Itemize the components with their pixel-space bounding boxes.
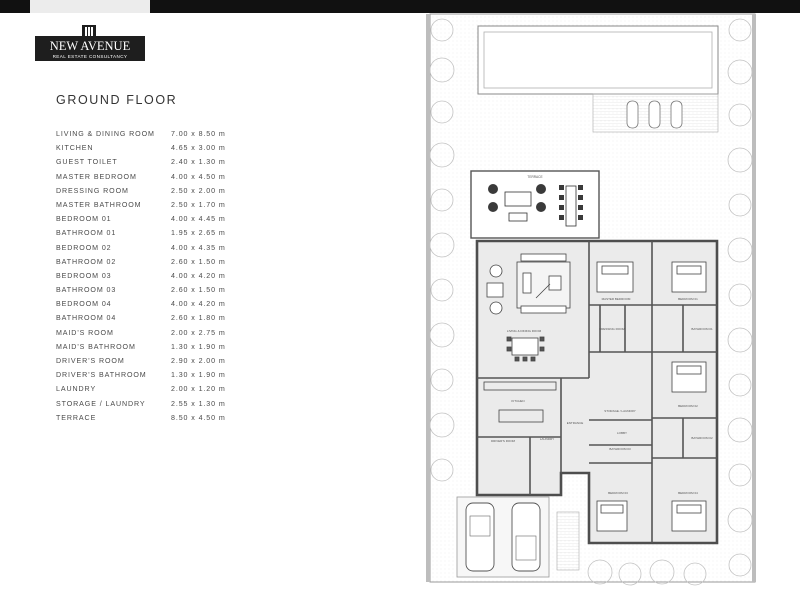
brand-name: NEW AVENUE bbox=[50, 39, 131, 53]
room-name: BEDROOM 01 bbox=[56, 215, 112, 224]
plan-label-dressing: DRESSING ROOM bbox=[599, 327, 625, 331]
plan-label-bedroom-02: BEDROOM 02 bbox=[678, 404, 698, 408]
room-name: DRESSING ROOM bbox=[56, 186, 129, 195]
room-name: KITCHEN bbox=[56, 144, 94, 153]
top-bar bbox=[0, 0, 800, 13]
car-parking bbox=[456, 496, 580, 578]
plan-label-bedroom-03: BEDROOM 03 bbox=[608, 491, 628, 495]
living-label: LIVING & DINING ROOM bbox=[507, 329, 542, 333]
room-name: BEDROOM 02 bbox=[56, 243, 112, 252]
brand-tagline: REAL ESTATE CONSULTANCY bbox=[53, 54, 128, 59]
room-name: BEDROOM 03 bbox=[56, 271, 112, 280]
room-dimension: 7.00 x 8.50 m bbox=[171, 130, 226, 138]
plan-label-laundry: LAUNDRY bbox=[540, 437, 554, 441]
brand-logo: NEW AVENUE REAL ESTATE CONSULTANCY bbox=[35, 25, 145, 61]
room-dimension: 1.95 x 2.65 m bbox=[171, 229, 226, 238]
plan-label-master-bedroom: MASTER BEDROOM bbox=[602, 297, 631, 301]
room-name: LIVING & DINING ROOM bbox=[56, 130, 155, 138]
room-name: BATHROOM 04 bbox=[56, 314, 117, 323]
plan-label-bedroom-04: BEDROOM 04 bbox=[678, 491, 698, 495]
room-name: BATHROOM 01 bbox=[56, 229, 117, 238]
room-dimension: 2.60 x 1.50 m bbox=[171, 257, 226, 266]
room-dimension: 2.60 x 1.80 m bbox=[171, 314, 226, 323]
room-name: MASTER BATHROOM bbox=[56, 200, 142, 209]
room-name: GUEST TOILET bbox=[56, 158, 118, 167]
plan-label-kitchen: KITCHEN bbox=[511, 399, 524, 403]
room-dimension: 8.50 x 4.50 m bbox=[171, 413, 226, 422]
kitchen-counters bbox=[483, 381, 557, 423]
living-dining-furniture: LIVING & DINING ROOM bbox=[486, 253, 571, 362]
room-name: MASTER BEDROOM bbox=[56, 172, 137, 181]
plan-label-entrance: ENTRANCE bbox=[567, 421, 584, 425]
room-name: BATHROOM 03 bbox=[56, 286, 117, 295]
bedroom-beds bbox=[596, 261, 707, 532]
room-name: BEDROOM 04 bbox=[56, 300, 112, 309]
room-name: LAUNDRY bbox=[56, 385, 97, 394]
room-name: DRIVER'S ROOM bbox=[56, 357, 125, 365]
room-dimension: 4.65 x 3.00 m bbox=[171, 144, 226, 153]
room-dimension: 4.00 x 4.45 m bbox=[171, 215, 226, 224]
top-bar-tab bbox=[30, 0, 150, 13]
room-name: MAID'S BATHROOM bbox=[56, 342, 136, 351]
room-dimension: 2.00 x 1.20 m bbox=[171, 385, 226, 394]
plan-label-storage: STORAGE / LAUNDRY bbox=[604, 409, 635, 413]
room-dimension: 1.30 x 1.90 m bbox=[171, 371, 226, 380]
room-name: BATHROOM 02 bbox=[56, 257, 117, 266]
room-dimension: 1.30 x 1.90 m bbox=[171, 342, 226, 351]
terrace: TERRACE bbox=[470, 170, 600, 239]
room-dimension: 2.50 x 2.00 m bbox=[171, 186, 226, 195]
room-dimension: 2.00 x 2.75 m bbox=[171, 328, 226, 337]
room-dimension: 2.50 x 1.70 m bbox=[171, 200, 226, 209]
interior-walls bbox=[477, 241, 717, 543]
plan-room-labels: MASTER BEDROOM BEDROOM 01 BEDROOM 02 BED… bbox=[491, 297, 713, 495]
garden-trees bbox=[429, 18, 753, 586]
room-name: DRIVER'S BATHROOM bbox=[56, 371, 147, 380]
plan-label-bath-03: BATHROOM 03 bbox=[609, 447, 631, 451]
plan-label-bath-02: BATHROOM 02 bbox=[691, 436, 713, 440]
room-dimension: 4.00 x 4.50 m bbox=[171, 172, 226, 181]
room-dimension: 2.40 x 1.30 m bbox=[171, 158, 226, 167]
room-dimension: 4.00 x 4.20 m bbox=[171, 300, 226, 309]
plan-label-drivers-room: DRIVER'S ROOM bbox=[491, 439, 516, 443]
room-dimension: 2.55 x 1.30 m bbox=[171, 399, 226, 408]
room-name: TERRACE bbox=[56, 413, 97, 422]
terrace-label: TERRACE bbox=[527, 175, 542, 179]
swimming-pool bbox=[477, 25, 719, 133]
room-name: STORAGE / LAUNDRY bbox=[56, 399, 146, 408]
room-dimension: 4.00 x 4.35 m bbox=[171, 243, 226, 252]
building-footprint bbox=[475, 239, 719, 545]
floor-title: GROUND FLOOR bbox=[56, 93, 178, 107]
room-dimension: 2.60 x 1.50 m bbox=[171, 286, 226, 295]
room-dimension: 4.00 x 4.20 m bbox=[171, 271, 226, 280]
room-dimension: 2.90 x 2.00 m bbox=[171, 357, 226, 365]
floor-plan: TERRACE bbox=[426, 13, 756, 586]
plan-label-lobby: LOBBY bbox=[617, 431, 627, 435]
plan-label-bath-01: BATHROOM 01 bbox=[691, 327, 713, 331]
room-name: MAID'S ROOM bbox=[56, 328, 114, 337]
plan-label-bedroom-01: BEDROOM 01 bbox=[678, 297, 698, 301]
